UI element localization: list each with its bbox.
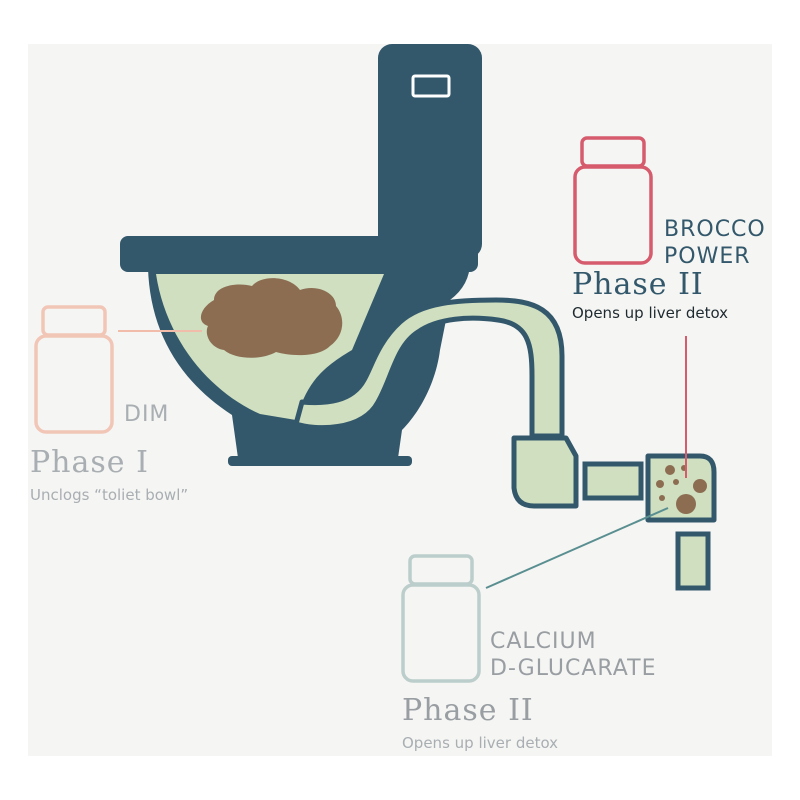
dim-bottle-icon — [34, 305, 114, 434]
dim-phase-label: Phase I — [30, 445, 149, 480]
brocco-name-line1: BROCCO — [664, 217, 766, 242]
calcium-phase-label: Phase II — [402, 693, 534, 728]
brocco-bottle-icon — [573, 136, 653, 265]
waste-particles — [656, 465, 707, 514]
calcium-name-line1: CALCIUM — [490, 629, 597, 654]
toilet-icon — [120, 44, 717, 591]
calcium-description: Opens up liver detox — [402, 734, 559, 752]
waste-blob — [200, 278, 343, 358]
pipe-elbow — [511, 435, 579, 509]
toilet-tank — [378, 44, 482, 258]
calcium-bottle-icon — [401, 554, 481, 683]
brocco-phase-label: Phase II — [572, 267, 704, 302]
brocco-name-line2: POWER — [664, 244, 751, 269]
calcium-connector-line — [485, 507, 669, 589]
pipe-horizontal — [582, 461, 644, 501]
brocco-description: Opens up liver detox — [572, 304, 729, 322]
dim-name-label: DIM — [124, 402, 170, 427]
calcium-name-line2: D-GLUCARATE — [490, 656, 657, 681]
dim-description: Unclogs “toliet bowl” — [30, 486, 189, 504]
pipe-clogged-elbow — [645, 453, 717, 523]
pipe-vertical — [675, 531, 711, 591]
toilet-seat — [120, 236, 478, 272]
flush-button — [411, 74, 451, 98]
toilet-base — [228, 456, 412, 466]
